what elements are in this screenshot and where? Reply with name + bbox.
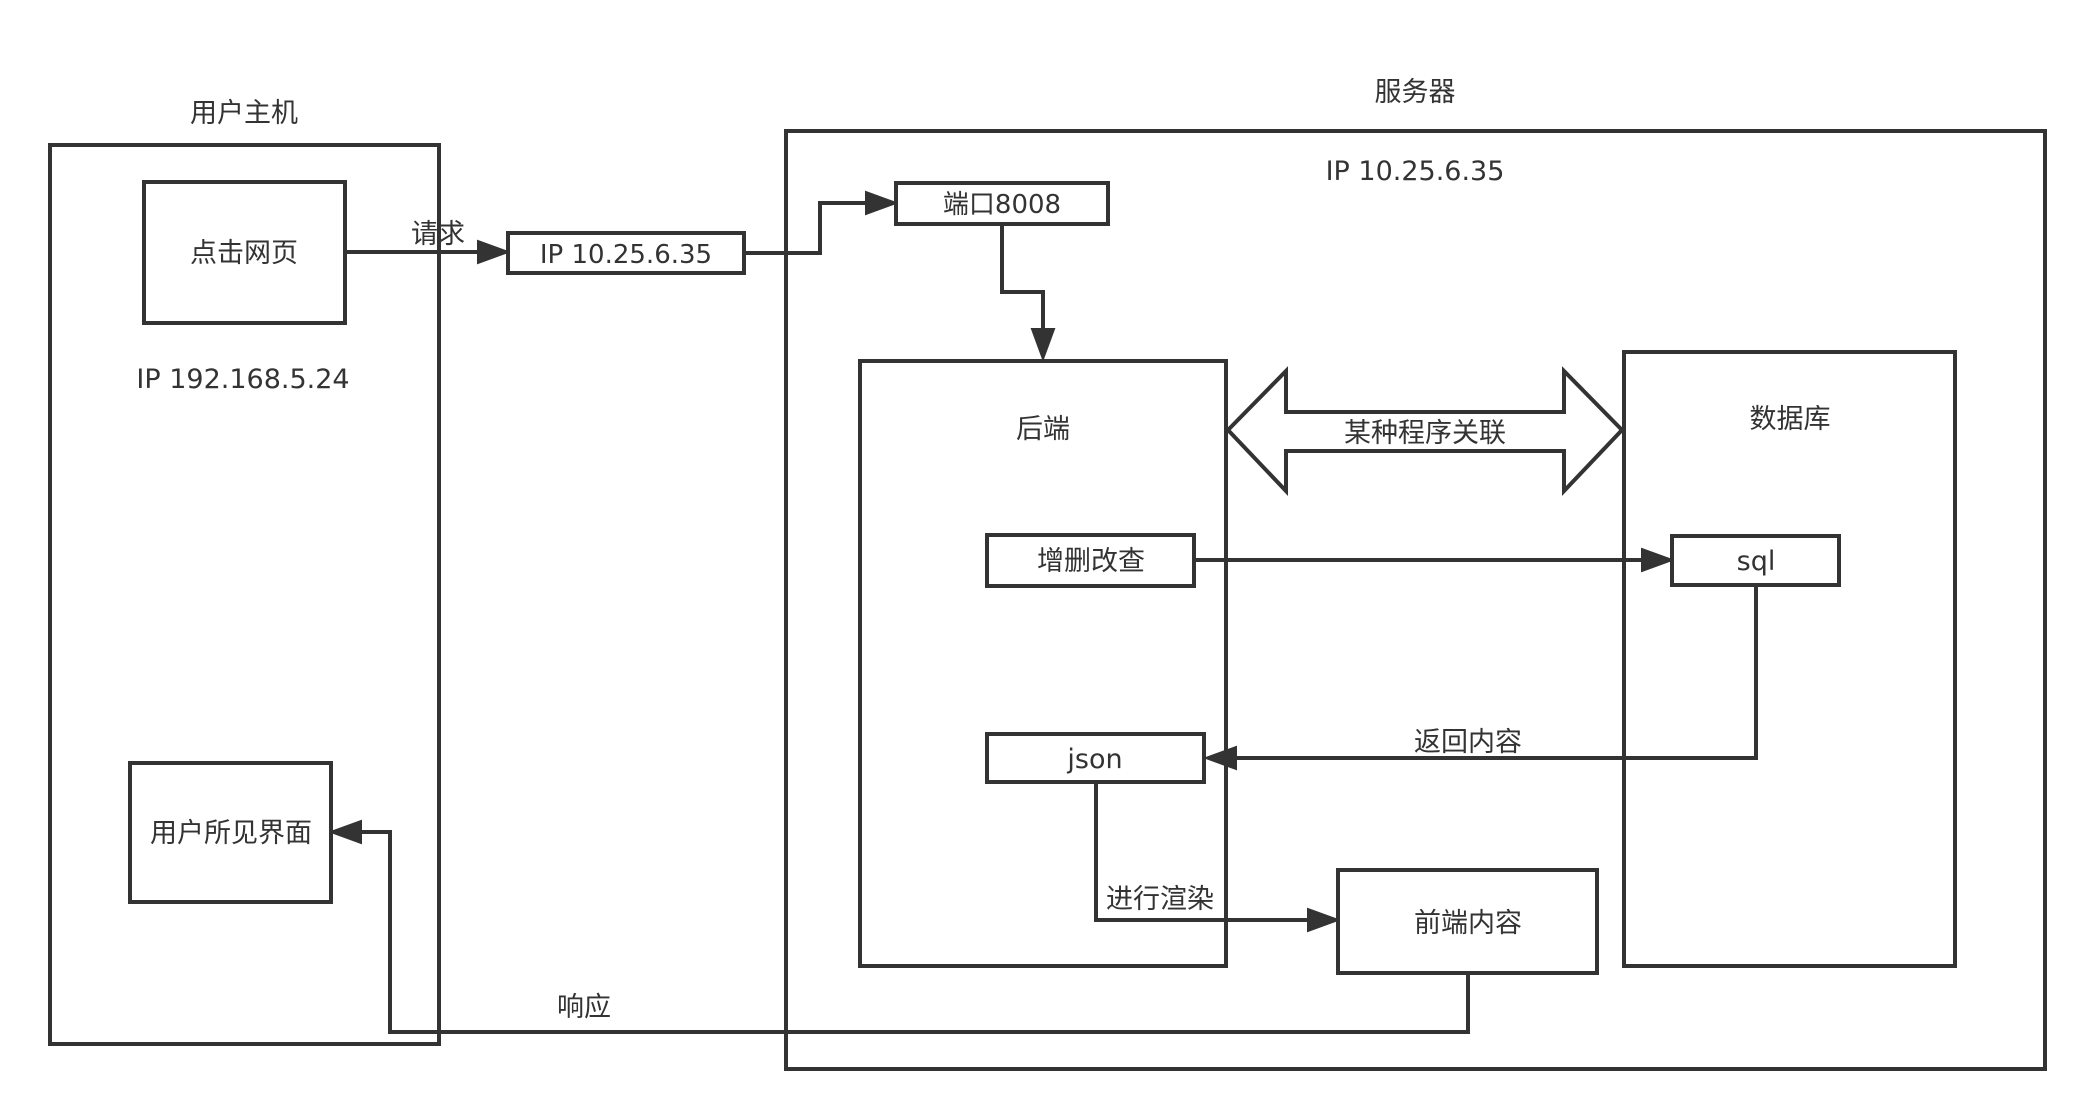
database-label: 数据库 — [1750, 404, 1831, 435]
response-arrowhead — [328, 819, 362, 845]
click-page-box — [142, 180, 347, 325]
ip-to-port-connector — [744, 201, 868, 255]
server-title: 服务器 — [1375, 77, 1456, 108]
program-link-label: 某种程序关联 — [1344, 418, 1506, 449]
user-view-label: 用户所见界面 — [150, 818, 312, 849]
target-ip-label: IP 10.25.6.35 — [540, 240, 712, 270]
user-host-title: 用户主机 — [190, 98, 298, 129]
response-connector — [360, 830, 1470, 1034]
port-to-backend-connector — [1000, 224, 1045, 330]
port-label: 端口8008 — [943, 190, 1061, 220]
target-ip-box — [506, 231, 746, 275]
response-label: 响应 — [557, 992, 611, 1023]
sql-to-json-connector — [1236, 585, 1758, 760]
sql-label: sql — [1737, 546, 1776, 577]
user-view-box — [128, 761, 333, 904]
user-ip-label: IP 192.168.5.24 — [136, 364, 349, 395]
crud-to-sql-arrowhead — [1641, 547, 1675, 573]
crud-box — [985, 533, 1196, 588]
user-host-frame — [48, 143, 441, 1046]
return-content-label: 返回内容 — [1414, 727, 1522, 758]
json-label: json — [1066, 744, 1122, 775]
click-page-label: 点击网页 — [190, 238, 298, 269]
frontend-content-box — [1336, 868, 1599, 975]
server-frame — [784, 129, 2047, 1071]
backend-box — [858, 359, 1228, 968]
request-label: 请求 — [411, 219, 465, 250]
double-arrow-shape — [1225, 366, 1625, 497]
frontend-content-label: 前端内容 — [1414, 908, 1522, 939]
json-box — [985, 732, 1206, 784]
port-box — [894, 181, 1110, 226]
server-ip-label: IP 10.25.6.35 — [1326, 156, 1505, 187]
backend-label: 后端 — [1016, 414, 1070, 445]
crud-label: 增删改查 — [1037, 546, 1145, 577]
request-arrowhead — [477, 239, 511, 265]
render-connector — [1094, 782, 1310, 922]
render-arrowhead — [1307, 907, 1341, 933]
port-to-backend-arrowhead — [1030, 328, 1056, 362]
render-label: 进行渲染 — [1106, 884, 1214, 915]
ip-to-port-arrowhead — [865, 190, 899, 216]
sql-box — [1670, 534, 1841, 587]
database-box — [1622, 350, 1957, 968]
sql-to-json-arrowhead — [1203, 745, 1237, 771]
